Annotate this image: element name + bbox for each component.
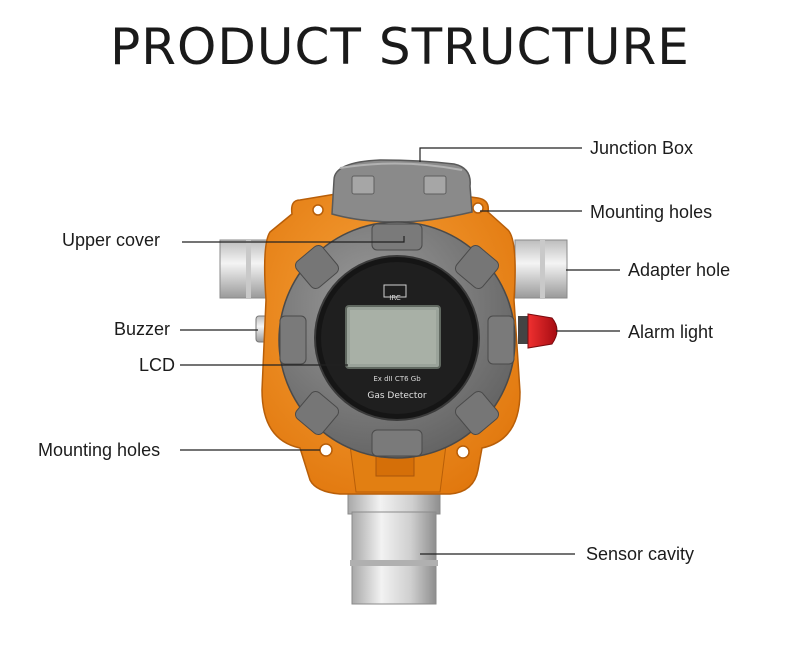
label-buzzer: Buzzer — [114, 319, 171, 339]
label-mounting-holes-bottom: Mounting holes — [38, 440, 161, 460]
label-sensor-cavity: Sensor cavity — [586, 544, 695, 564]
label-lcd: LCD — [139, 355, 176, 375]
adapter-hole-part — [514, 239, 568, 299]
leader-lines — [180, 147, 620, 555]
label-adapter-hole: Adapter hole — [628, 260, 731, 280]
device-badge-text: IRC — [389, 294, 401, 302]
page-title: PRODUCT STRUCTURE — [110, 18, 690, 76]
alarm-light-part — [518, 313, 558, 349]
leader-upper-cover — [182, 236, 405, 243]
lcd-part — [345, 305, 441, 369]
device-name-text: Gas Detector — [367, 391, 427, 401]
label-junction-box: Junction Box — [590, 138, 694, 158]
device-cert-text: Ex dII CT6 Gb — [373, 375, 421, 383]
cert-badge-box — [383, 284, 407, 298]
junction-box-part — [331, 159, 473, 223]
label-upper-cover: Upper cover — [62, 230, 161, 250]
sensor-cavity-part — [347, 491, 441, 605]
label-mounting-holes-top: Mounting holes — [590, 202, 713, 222]
label-alarm-light: Alarm light — [628, 322, 714, 342]
leader-junction-box — [419, 147, 582, 162]
